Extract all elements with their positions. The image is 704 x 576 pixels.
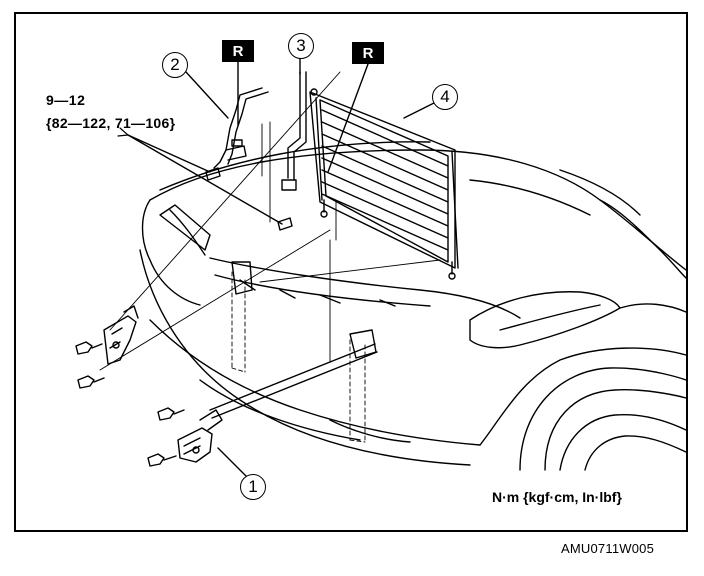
upper-bolts bbox=[205, 167, 293, 231]
condenser bbox=[309, 88, 459, 280]
torque-spec-nm: 9—12 bbox=[46, 92, 86, 108]
callout-2: 2 bbox=[162, 52, 188, 78]
upper-left-bracket bbox=[103, 305, 139, 365]
units-note: N·m {kgf·cm, In·lbf} bbox=[492, 489, 622, 505]
lower-support-bar bbox=[209, 261, 378, 419]
callout-3: 3 bbox=[288, 33, 314, 59]
torque-spec-alt: {82—122, 71—106} bbox=[46, 115, 176, 131]
vehicle-body bbox=[139, 141, 687, 471]
callout-1: 1 bbox=[240, 474, 266, 500]
replace-tag-left: R bbox=[222, 40, 254, 62]
assembly-lines bbox=[99, 71, 441, 443]
lower-left-bracket bbox=[177, 409, 223, 463]
callout-leaders bbox=[185, 55, 437, 477]
figure-frame bbox=[14, 12, 688, 532]
callout-4: 4 bbox=[432, 84, 458, 110]
replace-tag-right: R bbox=[352, 42, 384, 64]
refrigerant-pipe-3 bbox=[281, 71, 307, 191]
figure-code: AMU0711W005 bbox=[561, 541, 655, 556]
bracket-bolts bbox=[75, 341, 185, 467]
torque-leaders bbox=[117, 127, 283, 225]
refrigerant-pipe-2 bbox=[213, 87, 269, 169]
